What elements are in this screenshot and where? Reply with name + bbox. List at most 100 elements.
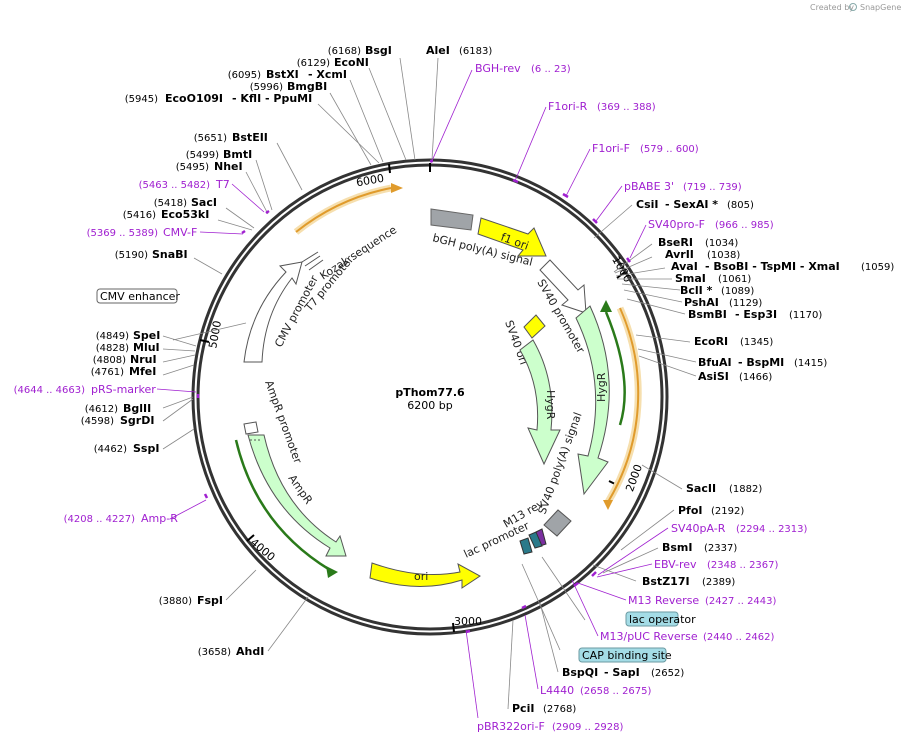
plasmid-size: 6200 bp (407, 399, 452, 412)
enzyme-pos: (6095) (228, 70, 261, 81)
primer-name: L4440 (540, 684, 574, 697)
bgh-polya-block (430, 208, 474, 231)
enzyme-pos: (5418) (154, 198, 187, 209)
sv40-ori-block (523, 314, 546, 339)
enzyme-name: FspI (197, 594, 223, 607)
primer-name: SV40pA-R (671, 522, 726, 535)
enzyme-name: BspQI (562, 666, 598, 679)
primer-name: BGH-rev (475, 62, 521, 75)
ampr-arrow (247, 434, 347, 557)
enzyme-name: SacII (686, 482, 716, 495)
enzyme-pos: (6183) (459, 46, 492, 57)
hygr-outer-label: HygR (595, 372, 608, 402)
enzyme-leaders (162, 57, 697, 710)
enzyme-name: Eco53kI (161, 208, 209, 221)
enzyme-extra: - BsoBI - TspMI - XmaI (705, 260, 840, 273)
primer-range: (2294 .. 2313) (736, 524, 808, 535)
enzyme-name: PfoI (678, 504, 703, 517)
enzyme-extra: - BspMI (738, 356, 784, 369)
enzyme-pos: (1466) (739, 372, 772, 383)
enzyme-name: SmaI (675, 272, 706, 285)
primer-name: Amp-R (141, 512, 178, 525)
primer-range: (4208 .. 4227) (64, 514, 136, 525)
enzyme-name: SpeI (133, 329, 160, 342)
hygr-inner-arrow (519, 339, 561, 466)
enzyme-name: PciI (512, 702, 534, 715)
enzyme-name: SacI (191, 196, 217, 209)
enzyme-name: BseRI (658, 236, 693, 249)
primer-name: pRS-marker (91, 383, 156, 396)
enzyme-pos: (1170) (789, 310, 822, 321)
primer-range: (2348 .. 2367) (707, 560, 779, 571)
primer-name: F1ori-R (548, 100, 588, 113)
hygr-stripe-head (600, 300, 612, 312)
enzyme-pos: (2389) (702, 577, 735, 588)
enzyme-name: BglII (123, 402, 151, 415)
enzyme-name: BsmBI (688, 308, 727, 321)
enzyme-pos: (4828) (96, 343, 129, 354)
enzyme-name: BmtI (223, 148, 252, 161)
enzyme-name: CsiI (636, 198, 658, 211)
ampr-stripe (234, 439, 331, 572)
enzyme-pos: (2337) (704, 543, 737, 554)
enzyme-extra: - SexAI * (665, 198, 718, 211)
enzyme-name: AleI (426, 44, 450, 57)
enzyme-name: SgrDI (120, 414, 154, 427)
enzyme-pos: (4598) (81, 416, 114, 427)
enzyme-pos: (2652) (651, 668, 684, 679)
enzyme-name: EcoNI (334, 56, 369, 69)
primer-name: M13/pUC Reverse (600, 630, 698, 643)
enzyme-name: EcoRI (694, 335, 728, 348)
f1-ori-arrow (477, 217, 547, 257)
enzyme-name: NruI (130, 353, 157, 366)
cap-binding-site-label: CAP binding site (582, 649, 672, 662)
primer-range: (4644 .. 4663) (14, 385, 86, 396)
enzyme-pos: (5651) (194, 133, 227, 144)
enzyme-pos: (4808) (93, 355, 126, 366)
enzyme-pos: (2192) (711, 506, 744, 517)
enzyme-name: EcoO109I (165, 92, 223, 105)
ori-arrow (369, 562, 481, 589)
primer-name: M13 Reverse (628, 594, 699, 607)
orange-feature-arc-right-line (607, 307, 640, 503)
ampr-promoter-block (243, 421, 259, 435)
primer-name: T7 (215, 178, 230, 191)
enzyme-extra: - KflI - PpuMI (232, 92, 312, 105)
kozak-marks (301, 251, 324, 271)
primer-marks (196, 159, 631, 634)
tick-label-5000: 5000 (206, 320, 224, 350)
enzyme-name: AvrII (665, 248, 694, 261)
enzyme-extra: - XcmI (308, 68, 347, 81)
lac-operator-box (625, 611, 679, 627)
tick-label-6000: 6000 (355, 172, 385, 190)
enzyme-pos: (4612) (85, 404, 118, 415)
orange-feature-arc-left-line (295, 187, 392, 233)
cmv-enhancer-box (96, 288, 178, 304)
tick-label-3000: 3000 (454, 615, 482, 628)
enzyme-pos: (5190) (115, 250, 148, 261)
enzyme-pos: (4462) (94, 444, 127, 455)
enzyme-pos: (1061) (718, 274, 751, 285)
primer-range: (2440 .. 2462) (703, 632, 775, 643)
enzyme-name: MluI (133, 341, 160, 354)
credit-prefix: Created by (810, 3, 854, 12)
primer-range: (5463 .. 5482) (139, 180, 211, 191)
primer-name: EBV-rev (654, 558, 697, 571)
enzyme-name: SnaBI (152, 248, 188, 261)
enzyme-pos: (5495) (176, 162, 209, 173)
primer-range: (579 .. 600) (640, 144, 699, 155)
enzyme-pos: (1415) (794, 358, 827, 369)
enzyme-extra: - Esp3I (735, 308, 777, 321)
enzyme-pos: (1059) (861, 262, 894, 273)
orange-feature-arc-left (293, 184, 392, 235)
enzyme-name: AvaI (671, 260, 698, 273)
hygr-outer-arrow (575, 305, 610, 496)
enzyme-name: BfuAI (698, 356, 732, 369)
enzyme-extra: - SapI (604, 666, 640, 679)
enzyme-pos: (4849) (96, 331, 129, 342)
enzyme-name: BclI * (680, 284, 713, 297)
enzyme-name: PshAI (684, 296, 719, 309)
enzyme-name: BstXI (266, 68, 299, 81)
cmv-enhancer-label: CMV enhancer (100, 290, 180, 303)
enzyme-name: BsmI (662, 541, 693, 554)
